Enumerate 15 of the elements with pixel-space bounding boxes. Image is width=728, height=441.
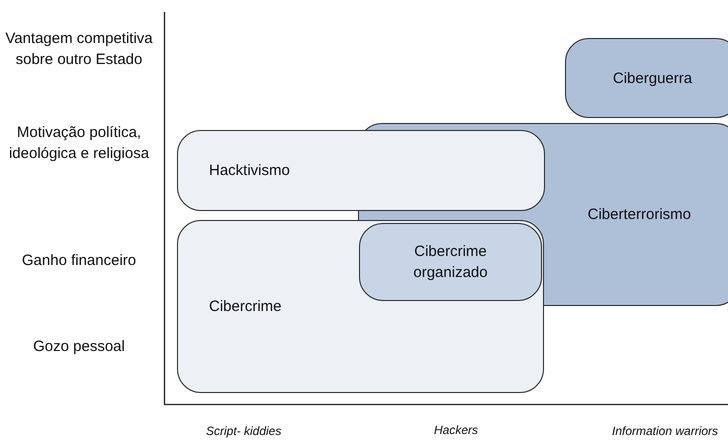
y-axis-label: Gozo pessoal: [32, 337, 126, 357]
rounded-region: [359, 223, 542, 301]
region-label: Cibercrime: [209, 297, 282, 317]
x-axis-label: Script- kiddies: [206, 424, 282, 438]
rounded-region: [565, 38, 728, 118]
y-axis-label: Vantagem competitiva sobre outro Estado: [4, 29, 154, 70]
rounded-region: [177, 130, 545, 211]
region-label: Ciberterrorismo: [588, 205, 691, 225]
region-label: Cibercrime organizado: [412, 242, 489, 283]
region-label: Hacktivismo: [209, 161, 290, 181]
y-axis-label: Ganho financeiro: [20, 251, 138, 271]
y-axis-label: Motivação política, ideológica e religiosa: [8, 123, 150, 164]
region-label: Ciberguerra: [612, 68, 692, 88]
x-axis-label: Hackers: [434, 423, 478, 437]
x-axis-label: Information warriors: [612, 424, 718, 438]
